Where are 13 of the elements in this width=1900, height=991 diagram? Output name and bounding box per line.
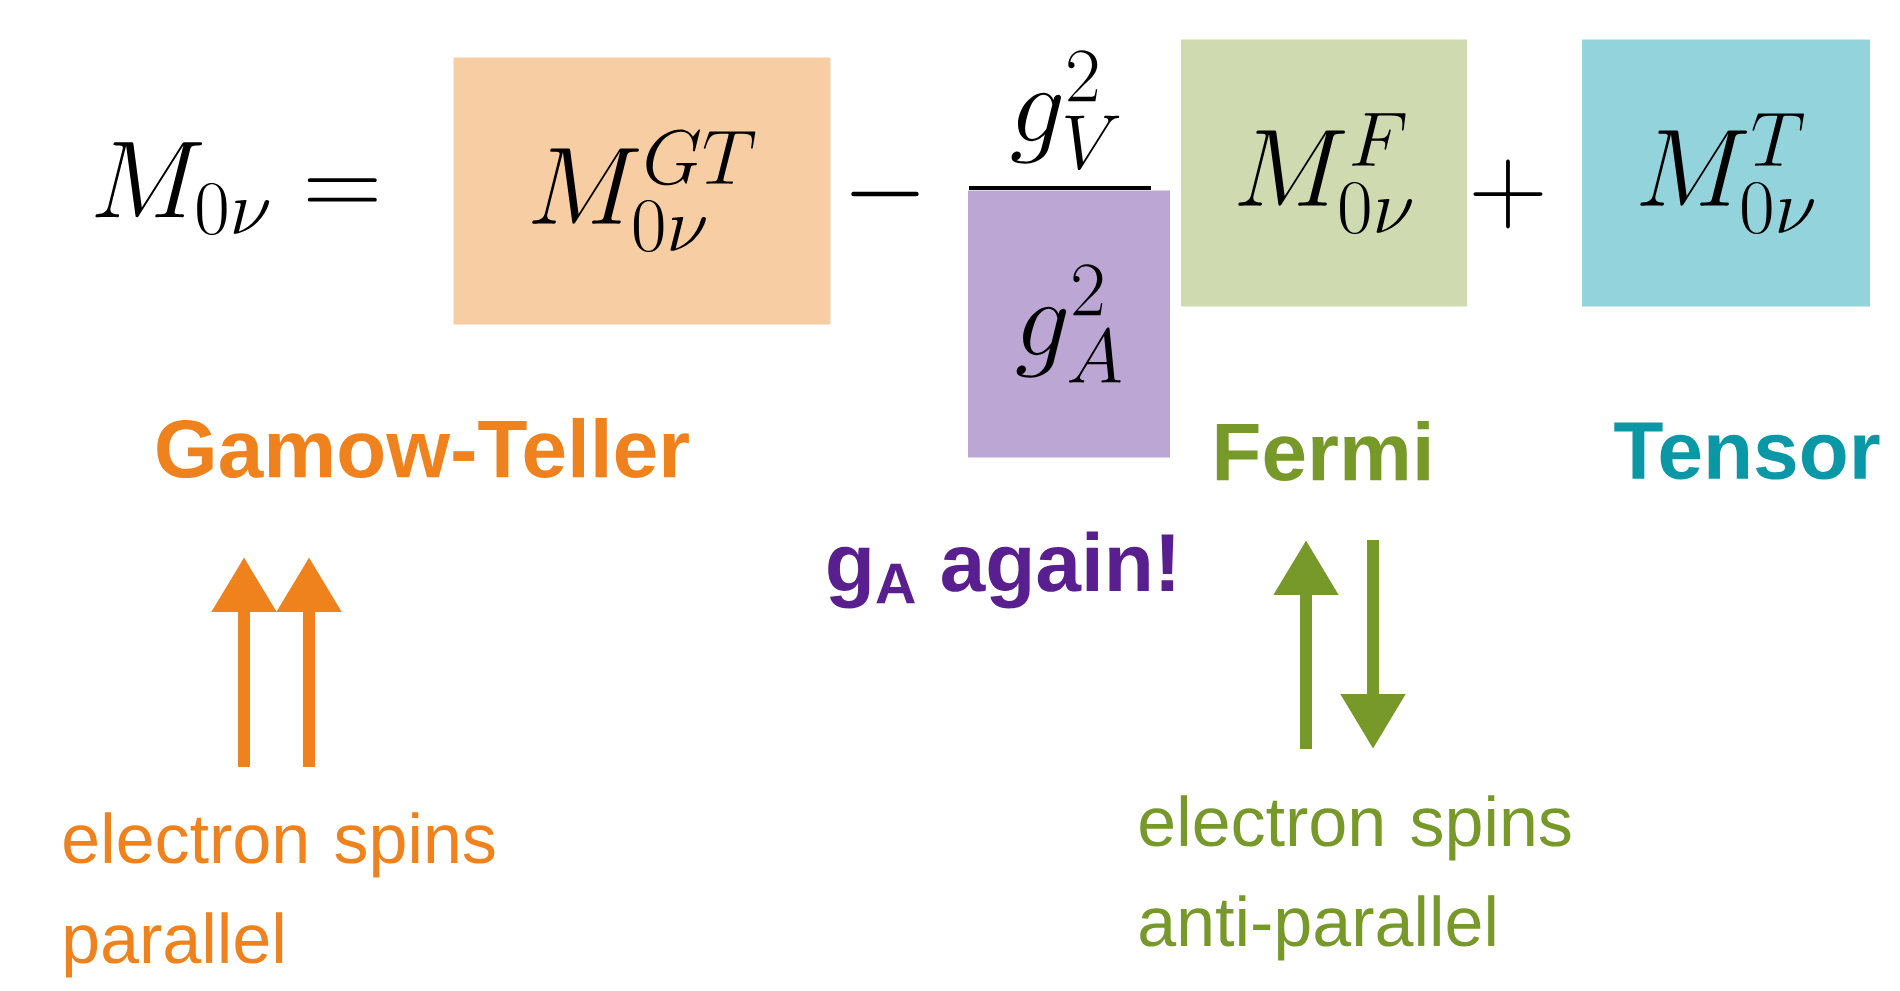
term-label: Fermi bbox=[1216, 420, 1429, 482]
caption-text: electron spins anti-parallel bbox=[1140, 795, 1571, 961]
term-label: g$_{A}$ again! bbox=[828, 531, 1174, 609]
formula-term: $g_V^2$ bbox=[1011, 50, 1120, 170]
term-label: Gamow-Teller bbox=[157, 417, 689, 479]
caption-text: electron spins parallel bbox=[64, 812, 495, 978]
formula-box: $M^{F}_{0\nu}$ bbox=[1181, 39, 1467, 307]
formula-term: $M_{0\nu} =$ bbox=[95, 142, 377, 236]
formula-box: $M^{GT}_{0\nu}$ bbox=[453, 57, 831, 325]
formula-box: $g_A^2$ bbox=[968, 190, 1170, 458]
formula-term: $-$ bbox=[851, 191, 919, 197]
formula-box: $M^{T}_{0\nu}$ bbox=[1582, 39, 1870, 307]
term-label: Tensor bbox=[1614, 422, 1880, 480]
